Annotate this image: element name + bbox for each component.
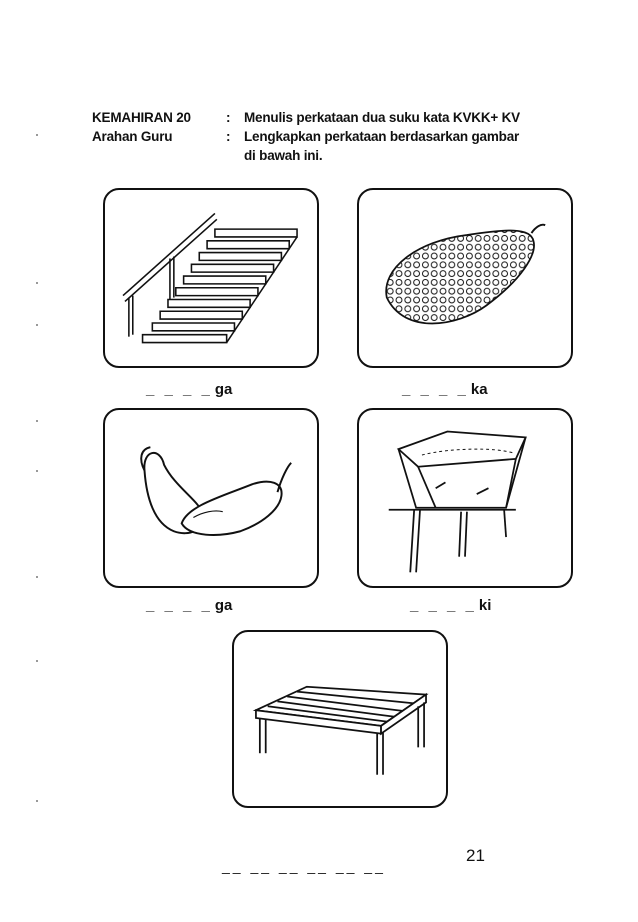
answer-blank: _ _ _ _ bbox=[410, 597, 477, 614]
staircase-icon bbox=[122, 212, 298, 344]
margin-speck bbox=[36, 576, 38, 578]
skill-text: Menulis perkataan dua suku kata KVKK+ KV bbox=[244, 110, 520, 125]
answer-line-1: _ _ _ _ga bbox=[146, 381, 232, 398]
picture-card-staircase bbox=[103, 188, 319, 368]
skill-label: KEMAHIRAN 20 bbox=[92, 110, 191, 125]
margin-speck bbox=[36, 324, 38, 326]
syllable-suffix: ka bbox=[470, 381, 488, 398]
margin-speck bbox=[36, 470, 38, 472]
answer-line-3: _ _ _ _ga bbox=[146, 597, 232, 614]
bench-icon bbox=[252, 685, 429, 775]
picture-card-water-tank bbox=[357, 408, 573, 588]
syllable-suffix: ga bbox=[214, 381, 233, 398]
answer-blank: _ _ _ _ bbox=[402, 381, 469, 398]
margin-speck bbox=[36, 282, 38, 284]
instruction-text: Lengkapkan perkataan berdasarkan gambar bbox=[244, 129, 520, 144]
picture-card-bench bbox=[232, 630, 448, 808]
jackfruit-icon bbox=[385, 223, 546, 325]
instruction-label: Arahan Guru bbox=[92, 129, 173, 144]
margin-speck bbox=[36, 134, 38, 136]
answer-blank: _ _ _ _ bbox=[146, 381, 213, 398]
picture-card-beans bbox=[103, 408, 319, 588]
answer-line-4: _ _ _ _ki bbox=[410, 597, 491, 614]
syllable-suffix: ga bbox=[214, 597, 233, 614]
beans-icon bbox=[140, 446, 292, 536]
margin-speck bbox=[36, 420, 38, 422]
syllable-suffix: ki bbox=[478, 597, 492, 614]
colon: : bbox=[226, 110, 231, 125]
instruction-text-line2: di bawah ini. bbox=[244, 148, 323, 163]
picture-card-jackfruit bbox=[357, 188, 573, 368]
margin-speck bbox=[36, 800, 38, 802]
answer-blank-bottom: __ __ __ __ __ __ bbox=[222, 858, 386, 874]
margin-speck bbox=[36, 660, 38, 662]
colon: : bbox=[226, 129, 231, 144]
water-tank-icon bbox=[388, 430, 527, 573]
answer-line-2: _ _ _ _ka bbox=[402, 381, 488, 398]
answer-blank: _ _ _ _ bbox=[146, 597, 213, 614]
page-number: 21 bbox=[466, 846, 485, 865]
